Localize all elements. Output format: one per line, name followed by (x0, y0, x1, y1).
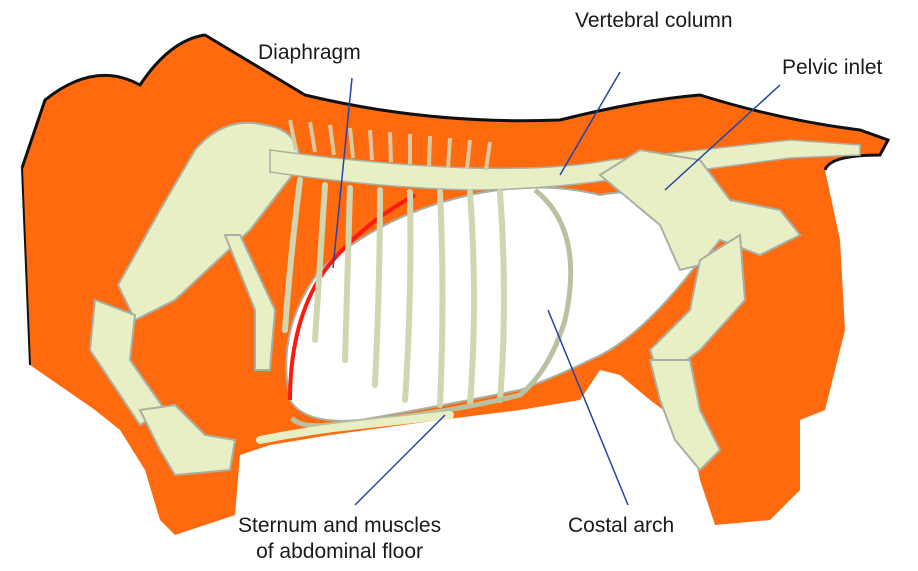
label-costal-arch: Costal arch (568, 513, 674, 539)
label-sternum-line1: Sternum and muscles (238, 513, 441, 539)
label-sternum-line2: of abdominal floor (238, 539, 441, 565)
label-diaphragm: Diaphragm (258, 40, 361, 66)
label-vertebral-column: Vertebral column (575, 8, 733, 34)
label-sternum-and-muscles: Sternum and muscles of abdominal floor (238, 513, 441, 564)
label-pelvic-inlet: Pelvic inlet (782, 55, 882, 81)
